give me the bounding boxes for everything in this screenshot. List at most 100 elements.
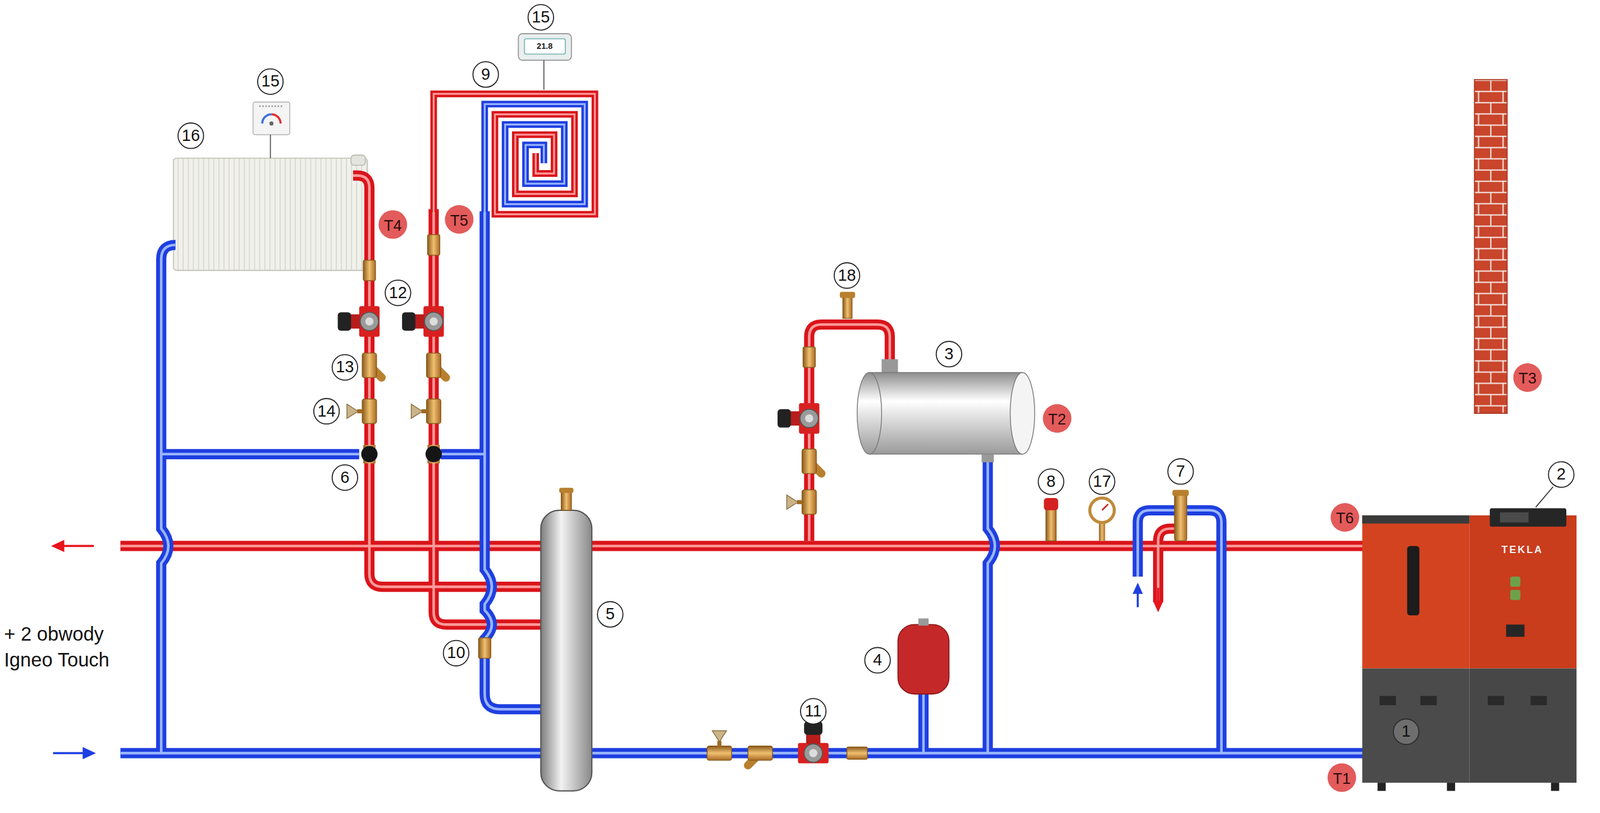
pellet-boiler — [1500, 512, 1529, 523]
safety-group — [1043, 497, 1058, 511]
floor-circuit-fittings — [426, 353, 447, 378]
callout-number: 7 — [1167, 458, 1194, 485]
sensor-label: T6 — [1330, 503, 1360, 532]
callout-number: 9 — [472, 61, 500, 88]
dhw-circuit — [802, 346, 816, 368]
callout-number: 4 — [864, 646, 891, 674]
brand-logo: TEKLA — [1501, 543, 1544, 555]
callout-number: 5 — [596, 601, 624, 628]
flow-arrows — [1153, 601, 1164, 613]
dhw-circuit — [777, 291, 1035, 515]
dhw-circuit — [981, 454, 995, 463]
note-text: + 2 obwody Igneo Touch — [3, 622, 129, 674]
flow-arrows — [1136, 591, 1140, 607]
radiator — [173, 154, 368, 271]
radiator-circuit-fittings — [363, 259, 376, 281]
callout-number: 15 — [527, 3, 555, 31]
callout-number: 6 — [331, 464, 359, 491]
flow-arrows — [1157, 587, 1160, 602]
sensor-label: T2 — [1043, 404, 1072, 433]
blue-pipes — [484, 103, 585, 213]
pellet-boiler — [1510, 576, 1521, 587]
return-pump-group — [707, 721, 868, 766]
hydraulic-separator — [559, 487, 574, 493]
callout-number: 13 — [331, 354, 359, 381]
blue-pipes — [120, 103, 1368, 753]
brick-wall — [1474, 79, 1507, 414]
sensor-label: T5 — [444, 204, 474, 234]
pellet-boiler — [1506, 624, 1525, 637]
pellet-boiler — [1406, 545, 1420, 616]
hydraulic-separator — [561, 491, 572, 511]
dhw-circuit — [839, 291, 856, 299]
dhw-circuit — [786, 489, 817, 515]
safety-group — [1043, 489, 1189, 541]
flow-arrows — [51, 540, 1164, 760]
red-pipes — [120, 175, 1368, 625]
radiator — [350, 154, 365, 166]
room-thermostat — [253, 102, 290, 135]
callout-number: 11 — [800, 697, 827, 725]
blue-pipes — [120, 211, 1368, 753]
safety-group — [1172, 489, 1189, 496]
safety-group — [1102, 504, 1109, 511]
radiator-circuit-fittings — [360, 445, 378, 463]
touch-controller — [518, 33, 572, 90]
blue-pipes — [120, 211, 1368, 753]
return-pump-group — [747, 746, 773, 766]
pellet-boiler — [1377, 782, 1387, 792]
pellet-boiler — [1469, 668, 1577, 784]
radiator-circuit-fittings — [362, 353, 382, 378]
callout-number: 12 — [384, 279, 411, 306]
expansion-vessel — [897, 624, 949, 694]
callout-number: 1 — [1392, 718, 1420, 745]
pellet-boiler — [1489, 508, 1567, 527]
floor-circuit-fittings — [427, 234, 441, 255]
blue-pipes — [484, 103, 585, 213]
room-thermostat — [270, 134, 272, 159]
pellet-boiler — [1379, 696, 1396, 706]
flow-arrows — [53, 752, 86, 755]
callout-number: 14 — [313, 398, 340, 425]
return-pump-group — [797, 721, 829, 764]
safety-group — [1089, 497, 1115, 523]
pellet-boiler — [1361, 515, 1470, 524]
callout-number: 3 — [935, 340, 963, 368]
sensor-label: T3 — [1513, 363, 1543, 392]
radiator — [173, 158, 368, 271]
callout-number: 18 — [833, 262, 861, 289]
pellet-boiler — [1420, 696, 1437, 706]
callout-number: 16 — [177, 122, 204, 149]
dhw-circuit — [869, 372, 1023, 373]
red-pipes — [433, 93, 595, 214]
dhw-circuit — [869, 372, 1023, 454]
pellet-boiler — [1530, 696, 1547, 706]
pellet-boiler — [1361, 486, 1577, 792]
pellet-boiler — [1510, 590, 1521, 601]
pellet-boiler — [1361, 668, 1470, 784]
dhw-circuit — [869, 453, 1023, 455]
room-thermostat — [253, 102, 290, 159]
touch-controller — [524, 38, 566, 54]
callout-number: 10 — [442, 640, 470, 667]
callout-number: 15 — [257, 68, 284, 95]
pellet-boiler — [1469, 515, 1577, 669]
sensor-label: T4 — [378, 209, 408, 239]
safety-group — [1045, 508, 1056, 541]
callout-number: 2 — [1547, 461, 1575, 488]
floor-circuit-fittings — [401, 305, 445, 337]
pellet-boiler — [1361, 515, 1470, 669]
flow-arrows — [82, 746, 96, 760]
red-pipes — [120, 93, 1368, 625]
radiator-circuit-fittings — [346, 399, 377, 424]
expansion-vessel — [918, 618, 929, 626]
pellet-boiler — [1446, 782, 1456, 792]
touch-controller — [518, 33, 572, 61]
touch-controller — [543, 60, 545, 90]
display-reading: 21.8 — [536, 41, 553, 51]
callout-number: 8 — [1038, 468, 1065, 495]
room-thermostat — [259, 105, 285, 108]
dhw-circuit — [881, 359, 898, 374]
flow-arrows — [1132, 582, 1144, 594]
